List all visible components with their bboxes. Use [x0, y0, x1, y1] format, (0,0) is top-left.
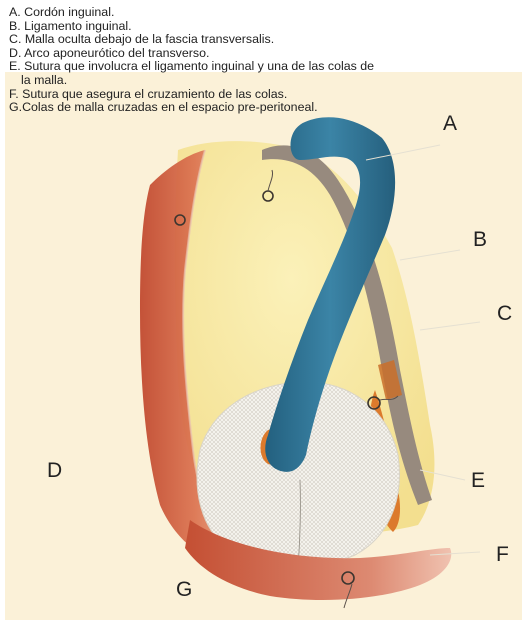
label-c: C — [497, 302, 512, 326]
legend-item-a: A. Cordón inguinal. — [9, 6, 379, 20]
legend-item-d: D. Arco aponeurótico del transverso. — [9, 47, 379, 61]
legend-item-g: G.Colas de malla cruzadas en el espacio … — [9, 101, 381, 115]
legend: A. Cordón inguinal. B. Ligamento inguina… — [9, 6, 379, 115]
label-b: B — [473, 228, 487, 252]
label-a: A — [443, 112, 457, 136]
label-g: G — [176, 578, 192, 602]
label-f: F — [496, 543, 509, 567]
legend-item-f: F. Sutura que asegura el cruzamiento de … — [9, 88, 379, 102]
label-d: D — [47, 459, 62, 483]
legend-item-c: C. Malla oculta debajo de la fascia tran… — [9, 33, 379, 47]
label-e: E — [471, 469, 485, 493]
legend-item-e: E. Sutura que involucra el ligamento ing… — [9, 60, 383, 87]
legend-item-b: B. Ligamento inguinal. — [9, 20, 379, 34]
